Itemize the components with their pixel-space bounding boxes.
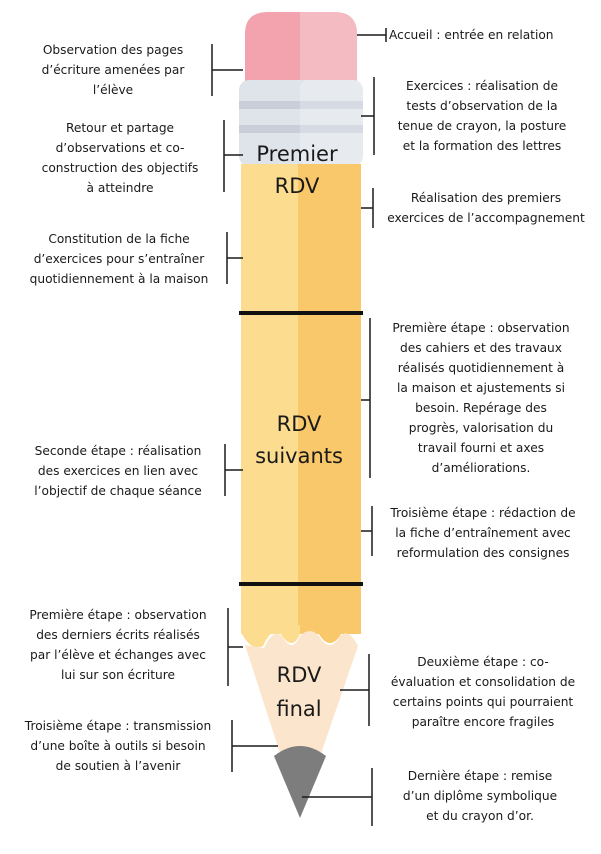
annotation-line: la maison et ajustements si (396, 381, 566, 395)
annotation-line: des derniers écrits réalisés (36, 628, 200, 642)
annotation-line: paraître encore fragiles (411, 715, 555, 729)
annotation-line: des cahiers et des travaux (400, 341, 562, 355)
connector-premiere-etape-suivants (361, 318, 371, 478)
pencil-body-scallop-shade (300, 625, 361, 643)
ferrule-band (239, 125, 363, 133)
annotation-line: Troisième étape : transmission (24, 719, 212, 733)
connector-troisieme-etape-suivants (361, 506, 373, 556)
stage-label-rdv-suivants: RDV suivants (229, 409, 369, 471)
annotation-line: d’observations et co- (55, 141, 185, 155)
annotation-line: des exercices en lien avec (37, 464, 199, 478)
annotation-line: tests d’observation de la (406, 99, 558, 113)
annotation-line: réalisés quotidiennement à (397, 361, 565, 375)
pencil-wood (245, 631, 358, 815)
annotation-line: évaluation et consolidation de (390, 675, 576, 689)
annotation-line: construction des objectifs (41, 161, 199, 175)
connector-retour-partage (223, 120, 243, 192)
stage-label-premier-rdv: Premier RDV (227, 139, 367, 201)
connector-exercices (361, 77, 375, 155)
annotation-line: certains points qui pourraient (392, 695, 574, 709)
stage-label-line: Premier (256, 142, 338, 166)
annotation-line: reformulation des consignes (396, 546, 570, 560)
annotation-accueil: Accueil : entrée en relation (389, 25, 587, 45)
annotation-line: d’écriture amenées par (41, 63, 185, 77)
annotation-retour-partage: Retour et partage d’observations et co- … (20, 118, 220, 198)
stage-label-line: RDV (276, 663, 322, 687)
annotation-line: et du crayon d’or. (426, 809, 534, 823)
annotation-line: d’exercices pour s’entraîner (33, 252, 205, 266)
annotation-premiere-etape-final: Première étape : observation des dernier… (10, 605, 226, 685)
annotation-line: de soutien à l’avenir (55, 759, 181, 773)
annotation-line: Première étape : observation (29, 608, 207, 622)
stage-label-rdv-final: RDV final (229, 660, 369, 724)
annotation-constitution-fiche: Constitution de la fiche d’exercices pou… (14, 229, 224, 289)
ferrule-highlight (300, 80, 363, 166)
annotation-line: l’élève (92, 83, 134, 97)
annotation-line: Deuxième étape : co- (417, 655, 549, 669)
annotation-line: Réalisation des premiers (410, 191, 562, 205)
annotation-line: besoin. Repérage des (415, 401, 547, 415)
annotation-line: à atteindre (86, 181, 154, 195)
stage-label-line: RDV (274, 174, 320, 198)
annotation-line: progrès, valorisation du (408, 421, 554, 435)
graphite-tip (274, 746, 326, 818)
annotation-line: travail fourni et axes (417, 441, 545, 455)
annotation-seconde-etape: Seconde étape : réalisation des exercice… (14, 441, 222, 501)
annotation-line: Première étape : observation (392, 321, 570, 335)
connector-premiers-exercices (361, 188, 374, 228)
annotation-premiers-exercices: Réalisation des premiers exercices de l’… (376, 188, 596, 228)
annotation-line: d’améliorations. (431, 461, 531, 475)
annotation-line: d’une boîte à outils si besoin (30, 739, 206, 753)
annotation-line: Observation des pages (42, 43, 184, 57)
connector-seconde-etape (224, 444, 243, 496)
annotation-deuxieme-etape-final: Deuxième étape : co- évaluation et conso… (371, 652, 595, 732)
connector-accueil (357, 28, 387, 42)
annotation-line: la fiche d’entraînement avec (395, 526, 571, 540)
annotation-line: d’un diplôme symbolique (402, 789, 558, 803)
annotation-line: Constitution de la fiche (48, 232, 190, 246)
annotation-observation-pages: Observation des pages d’écriture amenées… (16, 40, 210, 100)
annotation-line: l’objectif de chaque séance (34, 484, 202, 498)
connector-deuxieme-etape-final (340, 654, 370, 726)
annotation-troisieme-etape-final: Troisième étape : transmission d’une boî… (6, 716, 230, 776)
connector-troisieme-etape-final (231, 720, 278, 772)
stage-label-line: suivants (255, 444, 343, 468)
annotation-line: lui sur son écriture (60, 668, 176, 682)
annotation-derniere-etape: Dernière étape : remise d’un diplôme sym… (374, 766, 586, 826)
annotation-line: exercices de l’accompagnement (387, 211, 585, 225)
annotation-premiere-etape-suivants: Première étape : observation des cahiers… (372, 318, 590, 478)
eraser-highlight (300, 12, 357, 82)
annotation-line: Dernière étape : remise (407, 769, 553, 783)
annotation-line: par l’élève et échanges avec (30, 648, 206, 662)
annotation-line: et la formation des lettres (402, 139, 562, 153)
connector-constitution-fiche (226, 232, 243, 284)
annotation-line: Exercices : réalisation de (405, 79, 559, 93)
connector-derniere-etape (302, 768, 373, 826)
stage-label-line: RDV (276, 412, 322, 436)
annotation-line: quotidiennement à la maison (29, 272, 209, 286)
annotation-line: Accueil : entrée en relation (389, 28, 554, 42)
annotation-line: Retour et partage (65, 121, 175, 135)
annotation-troisieme-etape-suivants: Troisième étape : rédaction de la fiche … (372, 503, 594, 563)
connector-observation-pages (211, 44, 243, 96)
connector-premiere-etape-final (227, 608, 243, 686)
pencil-body-shade (298, 164, 361, 634)
annotation-line: tenue de crayon, la posture (397, 119, 567, 133)
stage-label-line: final (276, 697, 322, 721)
annotation-line: Troisième étape : rédaction de (390, 506, 576, 520)
ferrule-band (239, 101, 363, 109)
annotation-exercices: Exercices : réalisation de tests d’obser… (376, 76, 588, 156)
annotation-line: Seconde étape : réalisation (34, 444, 202, 458)
